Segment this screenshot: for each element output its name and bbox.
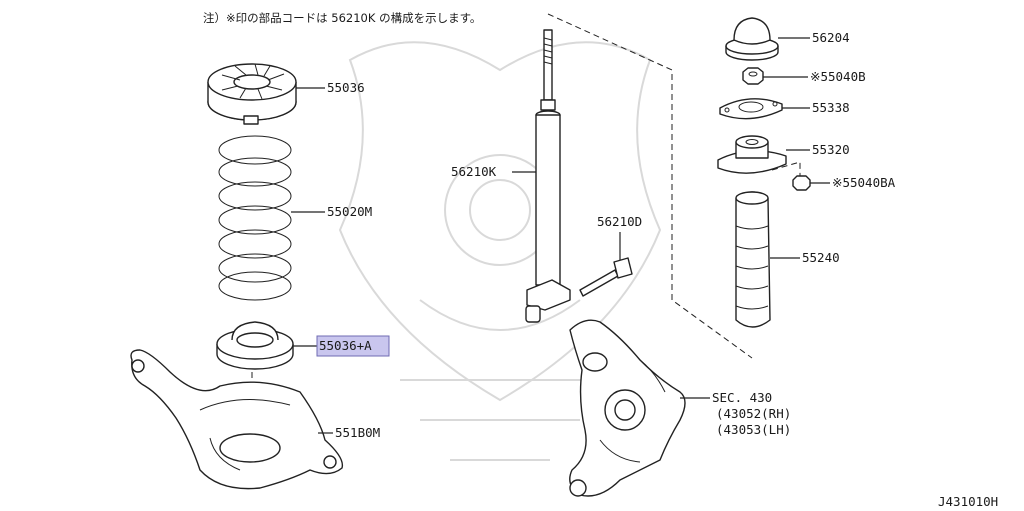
label-56210D: 56210D <box>597 214 642 229</box>
label-55040BA: ※55040BA <box>832 175 896 190</box>
upper-spring-seat-55036 <box>207 63 297 125</box>
label-55338: 55338 <box>812 100 850 115</box>
header-note: 注）※印の部品コードは 56210K の構成を示します。 <box>203 11 481 25</box>
cap-56204 <box>725 17 779 61</box>
coil-spring-55020M <box>218 135 292 301</box>
label-sec-lh: (43053(LH) <box>716 422 791 437</box>
label-55240: 55240 <box>802 250 840 265</box>
label-55020M: 55020M <box>327 204 372 219</box>
label-551B0M: 551B0M <box>335 425 380 440</box>
label-sec-title: SEC. 430 <box>712 390 772 405</box>
lower-spring-seat-55036A <box>216 321 294 370</box>
label-55036A[interactable]: 55036+A <box>319 338 372 353</box>
assembly-bracket <box>547 13 753 359</box>
bolt-56210D <box>579 257 633 297</box>
nut-55040BA <box>792 175 811 191</box>
lower-link-551B0M <box>130 349 344 490</box>
knuckle-sec430 <box>569 319 686 497</box>
diagram-code: J431010H <box>938 494 998 509</box>
boot-55240 <box>735 191 771 328</box>
plate-55338 <box>719 98 783 120</box>
label-55040B: ※55040B <box>810 69 866 84</box>
mount-55320 <box>717 135 787 174</box>
label-55036: 55036 <box>327 80 365 95</box>
highlight-box[interactable] <box>316 335 390 357</box>
label-55320: 55320 <box>812 142 850 157</box>
label-sec-rh: (43052(RH) <box>716 406 791 421</box>
shock-absorber-56210K <box>525 29 571 323</box>
label-56210K: 56210K <box>451 164 497 179</box>
watermark-emblem <box>338 41 662 461</box>
nut-55040B <box>742 67 764 85</box>
label-56204: 56204 <box>812 30 850 45</box>
